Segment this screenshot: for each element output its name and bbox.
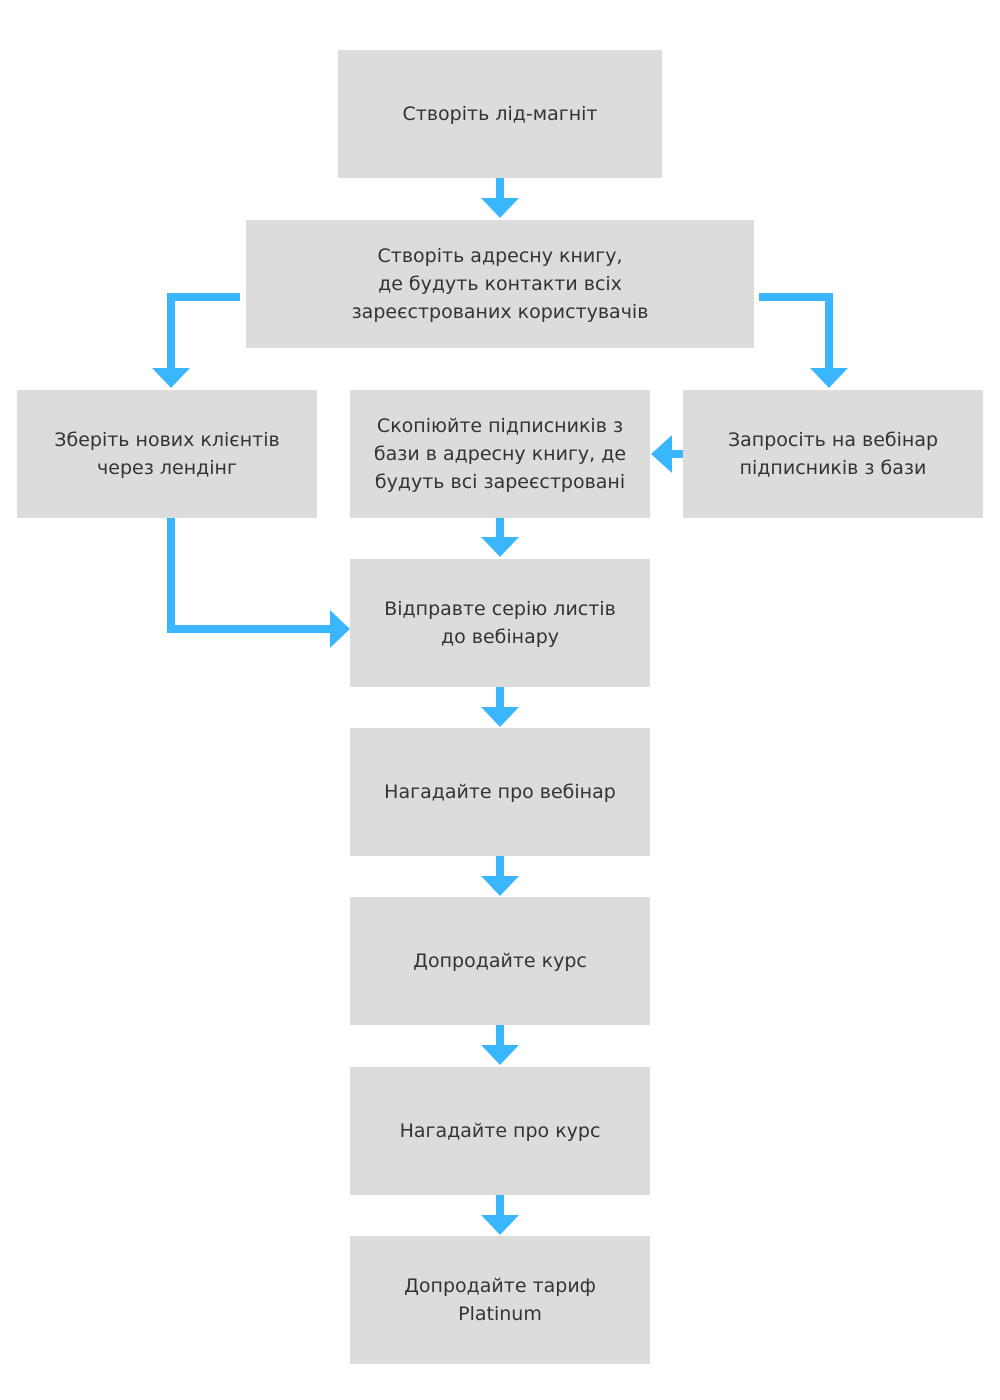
arrow-landing-to-send-series-arrowhead <box>330 610 350 648</box>
node-label: Допродайте курс <box>413 950 587 972</box>
arrow-address-book-to-landing-line <box>167 293 240 370</box>
node-label: Створіть лід-магніт <box>402 103 598 125</box>
arrow-lead-magnet-to-address-book-arrowhead <box>481 198 519 218</box>
node-create-address-book: Створіть адресну книгу,де будуть контакт… <box>246 220 754 348</box>
node-label: Створіть адресну книгу,де будуть контакт… <box>351 245 649 323</box>
node-label: Нагадайте про курс <box>399 1120 601 1142</box>
node-remind-webinar: Нагадайте про вебінар <box>350 728 650 856</box>
arrow-address-book-to-landing-arrowhead <box>152 368 190 388</box>
node-label: Нагадайте про вебінар <box>384 781 616 803</box>
arrow-remind-webinar-to-upsell-course-arrowhead <box>481 876 519 896</box>
arrow-send-series-to-remind-webinar-arrowhead <box>481 707 519 727</box>
arrow-address-book-to-invite-line <box>759 293 833 370</box>
node-create-lead-magnet: Створіть лід-магніт <box>338 50 662 178</box>
arrow-address-book-to-invite-arrowhead <box>810 368 848 388</box>
arrow-copy-to-send-series-arrowhead <box>481 537 519 557</box>
arrow-upsell-course-to-remind-course-arrowhead <box>481 1045 519 1065</box>
node-upsell-course: Допродайте курс <box>350 897 650 1025</box>
node-remind-course: Нагадайте про курс <box>350 1067 650 1195</box>
arrow-invite-to-copy-arrowhead <box>651 435 672 473</box>
arrow-remind-course-to-upsell-platinum-arrowhead <box>481 1215 519 1235</box>
arrow-landing-to-send-series-line <box>167 518 332 633</box>
